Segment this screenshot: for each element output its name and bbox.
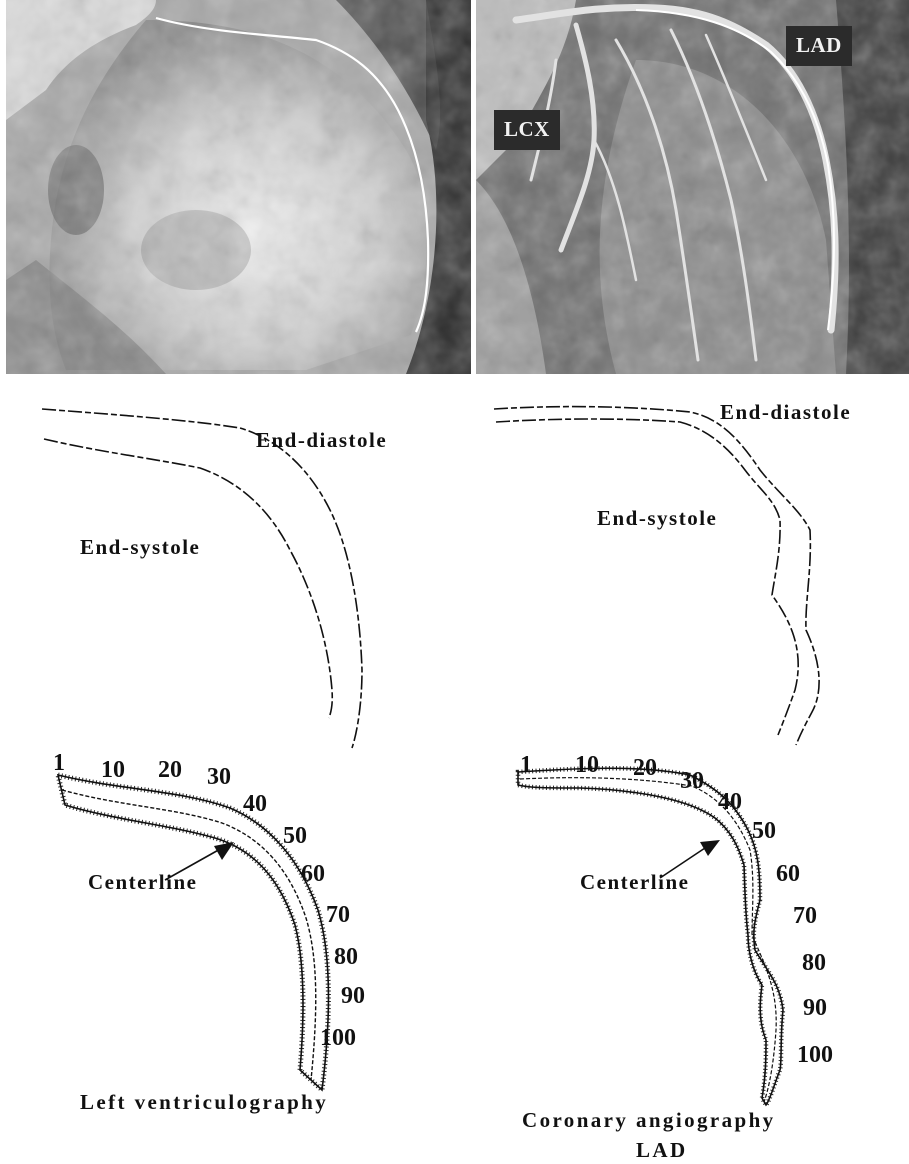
lad-label: LAD — [786, 26, 852, 66]
right-chord-number: 80 — [802, 950, 826, 977]
right-chord-number: 30 — [680, 768, 704, 795]
right-caption-line1: Coronary angiography — [522, 1108, 776, 1133]
left-chord-number: 10 — [101, 757, 125, 784]
left-caption: Left ventriculography — [80, 1090, 328, 1115]
left-chord-number: 1 — [53, 750, 65, 777]
right-chord-number: 10 — [575, 752, 599, 779]
right-end-diastole-label: End-diastole — [720, 400, 851, 425]
right-end-diastole-contour — [494, 407, 819, 745]
left-end-diastole-contour — [42, 409, 362, 748]
left-chord-number: 30 — [207, 764, 231, 791]
right-chord-number: 70 — [793, 903, 817, 930]
right-centerline-label: Centerline — [580, 870, 689, 895]
right-end-systole-contour — [496, 419, 798, 735]
left-chord-number: 90 — [341, 983, 365, 1010]
left-chord-number: 70 — [326, 902, 350, 929]
right-chord-number: 60 — [776, 861, 800, 888]
contour-diagrams — [0, 374, 909, 1164]
right-chord-number: 100 — [797, 1042, 833, 1069]
left-chord-number: 100 — [320, 1025, 356, 1052]
right-chord-number: 1 — [520, 752, 532, 779]
coronary-angiogram-image: LAD LCX — [476, 0, 909, 374]
left-chord-number: 60 — [301, 861, 325, 888]
right-chord-number: 50 — [752, 818, 776, 845]
right-chord-number: 20 — [633, 755, 657, 782]
left-ventriculogram-image — [6, 0, 471, 374]
left-chord-number: 20 — [158, 757, 182, 784]
left-end-systole-label: End-systole — [80, 535, 200, 560]
right-chord-number: 90 — [803, 995, 827, 1022]
lcx-label: LCX — [494, 110, 560, 150]
right-chord-number: 40 — [718, 789, 742, 816]
left-end-diastole-label: End-diastole — [256, 428, 387, 453]
left-chord-number: 80 — [334, 944, 358, 971]
left-chord-number: 40 — [243, 791, 267, 818]
left-end-systole-contour — [44, 439, 332, 718]
right-caption-line2: LAD — [636, 1138, 688, 1163]
right-chord-band — [518, 768, 783, 1105]
left-chord-number: 50 — [283, 823, 307, 850]
left-centerline-label: Centerline — [88, 870, 197, 895]
ventriculogram-graphic — [6, 0, 471, 374]
right-end-systole-label: End-systole — [597, 506, 717, 531]
